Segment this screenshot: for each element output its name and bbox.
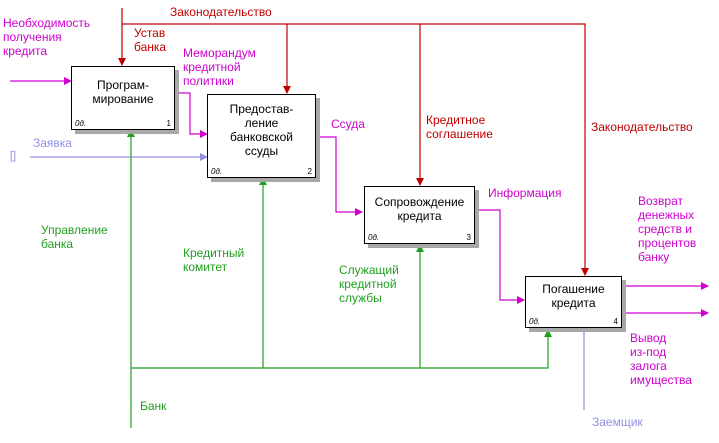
activity-box-3[interactable]: Сопровождение кредита 0д. 3 <box>364 186 475 244</box>
label-need-credit: Необходимость получения кредита <box>3 16 91 58</box>
label-credit-committee: Кредитный комитет <box>183 246 245 274</box>
box-corner-label: 0д. <box>211 167 223 176</box>
box-corner-label: 0д. <box>75 119 87 128</box>
label-bank: Банк <box>140 399 167 413</box>
activity-box-4[interactable]: Погашение кредита 0д. 4 <box>525 276 622 328</box>
box-corner-label: 0д. <box>529 317 541 326</box>
label-bank-charter: Устав банка <box>134 26 167 54</box>
box-number: 3 <box>466 233 471 242</box>
arrow-bank-bus <box>131 329 552 369</box>
arrow-legislation-top <box>121 8 291 94</box>
label-collateral-release: Вывод из-под залога имущества <box>630 331 692 387</box>
box-number: 2 <box>307 167 312 176</box>
activity-title: Предостав- ление банковской ссуды <box>229 102 294 158</box>
tunnel-bracket-icon: [] <box>10 150 17 162</box>
activity-title: Погашение кредита <box>542 282 605 310</box>
box-corner-label: 0д. <box>368 233 380 242</box>
label-legislation-right: Законодательство <box>591 120 693 134</box>
tunnel-input-arrow <box>30 153 585 410</box>
label-credit-policy: Меморандум кредитной политики <box>183 46 256 88</box>
label-repayment: Возврат денежных средств и процентов бан… <box>638 194 697 264</box>
label-credit-staff: Служащий кредитной службы <box>339 263 399 305</box>
arrow-information <box>475 209 525 304</box>
activity-title: Сопровождение кредита <box>374 195 465 223</box>
label-legislation-top: Законодательство <box>170 5 272 19</box>
activity-box-1[interactable]: Програм- мирование 0д. 1 <box>71 66 175 130</box>
arrow-loan <box>316 136 363 216</box>
mechanism-arrows <box>127 129 552 428</box>
label-bank-management: Управление банка <box>41 223 108 251</box>
arrow-credit-policy <box>175 92 208 138</box>
activity-box-2[interactable]: Предостав- ление банковской ссуды 0д. 2 <box>207 94 316 178</box>
arrow-legislation-branch-4 <box>420 23 589 276</box>
label-application: Заявка <box>33 136 72 150</box>
box-number: 4 <box>613 317 618 326</box>
flow-arrows <box>10 77 709 317</box>
label-borrower: Заемщик <box>592 415 643 429</box>
box-number: 1 <box>166 119 171 128</box>
label-information: Информация <box>488 186 562 200</box>
label-loan: Ссуда <box>331 117 365 131</box>
control-arrows <box>118 8 589 276</box>
activity-title: Програм- мирование <box>92 78 154 106</box>
label-credit-agreement: Кредитное соглашение <box>426 113 493 141</box>
